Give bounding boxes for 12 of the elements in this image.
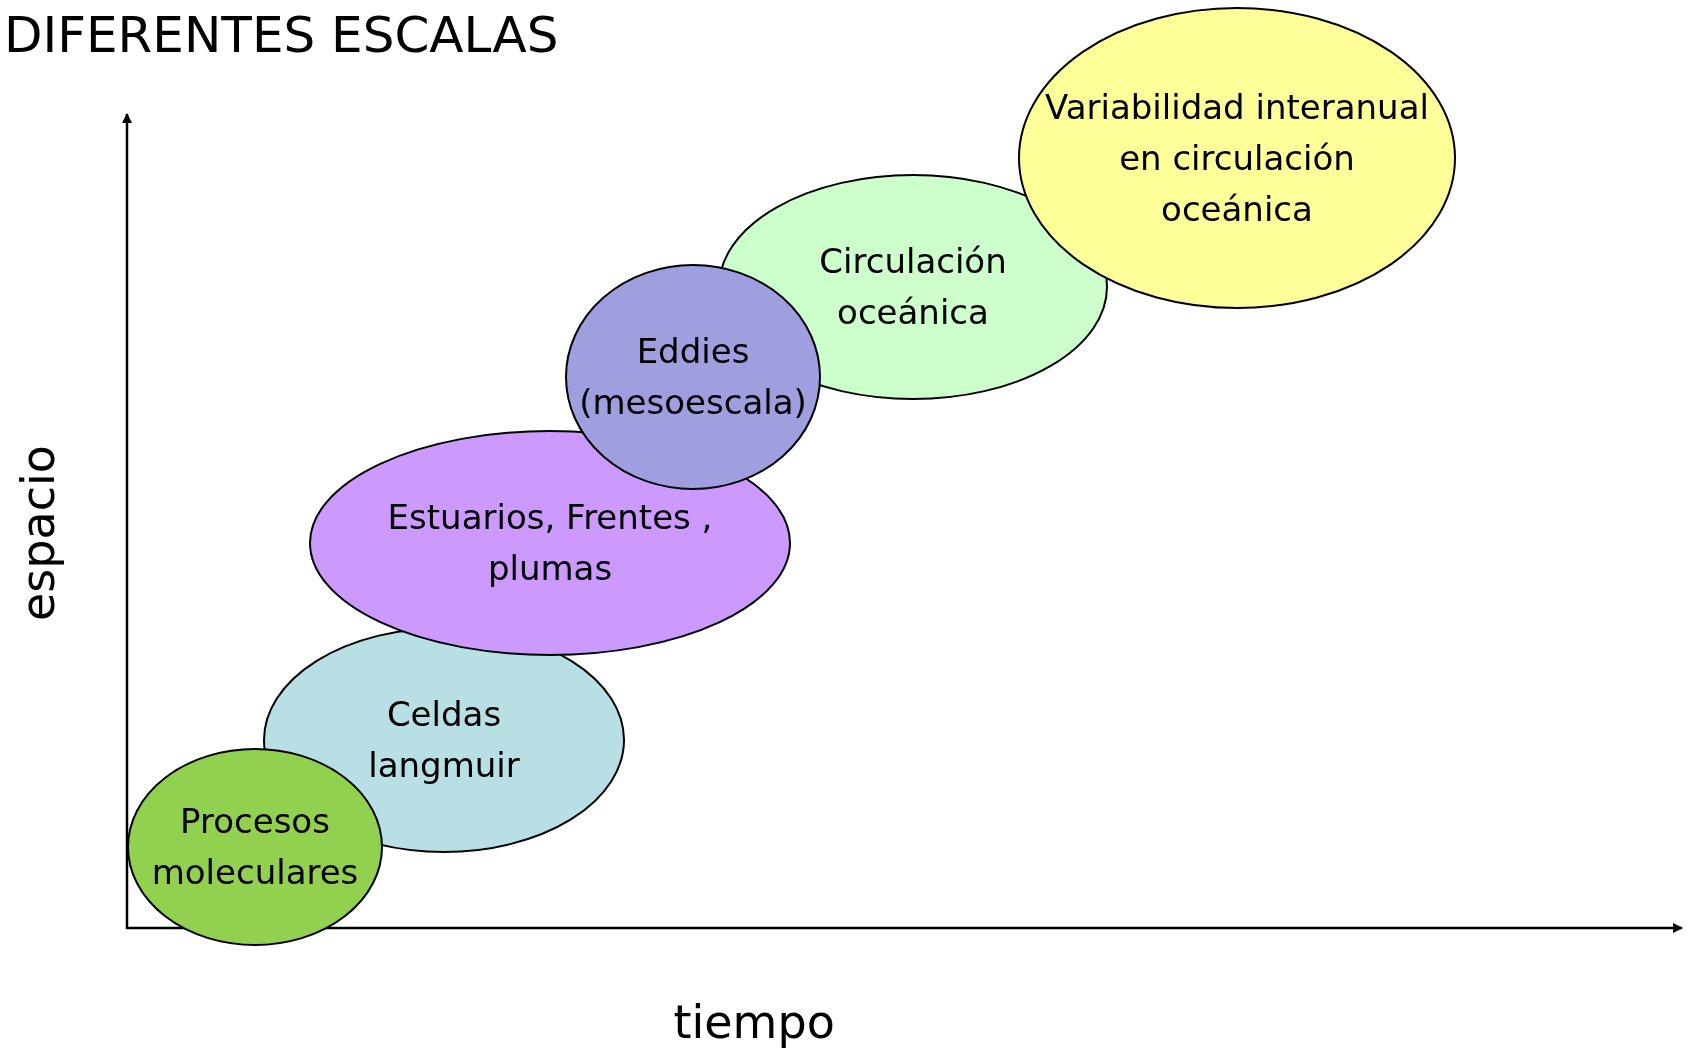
title: DIFERENTES ESCALAS xyxy=(4,6,559,64)
node-label: Celdas langmuir xyxy=(367,693,521,787)
node-label: Circulación oceánica xyxy=(818,240,1008,334)
ellipse-node xyxy=(309,430,791,656)
node-label: Estuarios, Frentes , plumas xyxy=(386,496,714,590)
ellipse-node xyxy=(565,264,821,490)
node-label: Procesos moleculares xyxy=(150,800,360,894)
ellipse-node xyxy=(1018,7,1456,309)
axis-label: tiempo xyxy=(673,995,835,1049)
node-label: Eddies (mesoescala) xyxy=(578,330,808,424)
node-label: Variabilidad interanual en circulación oceánica xyxy=(1044,85,1430,231)
axis-label: espacio xyxy=(10,445,65,621)
